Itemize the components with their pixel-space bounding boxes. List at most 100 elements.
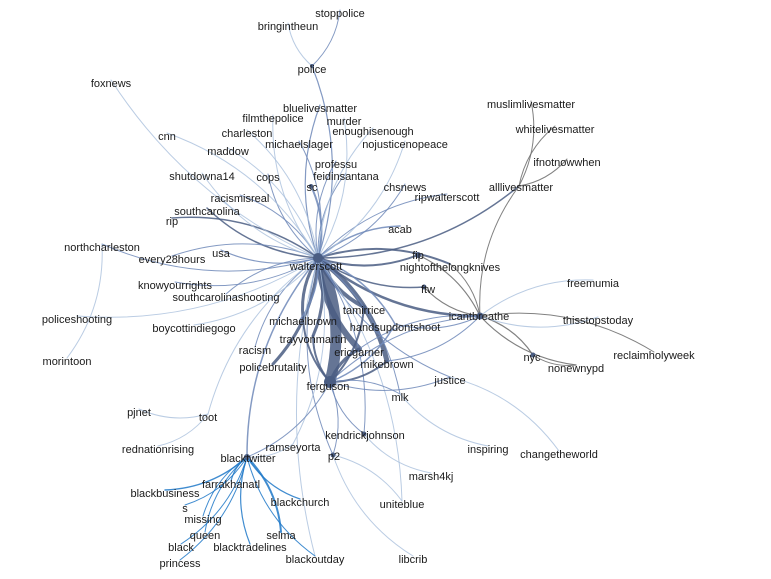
node-label-blacktwitter: blacktwitter	[220, 453, 275, 465]
node-dot-blacktwitter	[244, 454, 250, 460]
node-label-every28hours: every28hours	[139, 254, 206, 266]
edge-icantbreathe-alllivesmatter	[479, 185, 520, 317]
edge-walterscott-police	[311, 65, 334, 259]
node-label-murder: murder	[327, 116, 362, 128]
node-label-southcarolinashooting: southcarolinashooting	[172, 292, 279, 304]
node-label-usa: usa	[212, 248, 231, 260]
edge-ferguson-kendrickjohnson	[329, 381, 365, 435]
edge-justice-changetheworld	[449, 376, 560, 452]
edge-walterscott-alllivesmatter	[317, 185, 520, 259]
edge-mlk-inspiring	[399, 393, 489, 447]
edge-p2-libcrib	[332, 454, 414, 557]
node-label-pjnet: pjnet	[127, 407, 151, 419]
node-label-blacktradelines: blacktradelines	[213, 542, 287, 554]
edge-blacktwitter-black	[180, 456, 248, 545]
edge-blacktwitter-blackchurch	[246, 456, 301, 500]
node-label-bluelivesmatter: bluelivesmatter	[283, 103, 357, 115]
node-label-handsupdontshoot: handsupdontshoot	[350, 322, 441, 334]
edge-ferguson-tamirrice	[329, 306, 365, 383]
edge-alllivesmatter-ifnotnowwhen	[518, 158, 568, 187]
node-dot-police	[310, 64, 314, 68]
node-label-selma: selma	[266, 530, 296, 542]
edge-icantbreathe-nightofthelongknives	[449, 263, 481, 317]
node-label-shutdowna14: shutdowna14	[169, 171, 234, 183]
node-label-black: black	[168, 542, 194, 554]
node-label-muslimlivesmatter: muslimlivesmatter	[487, 99, 575, 111]
node-label-racismisreal: racismisreal	[211, 193, 270, 205]
node-label-blackoutday: blackoutday	[286, 554, 345, 566]
node-label-michaelslager: michaelslager	[265, 139, 333, 151]
node-label-ifnotnowwhen: ifnotnowwhen	[533, 157, 600, 169]
node-label-trayvonmartin: trayvonmartin	[280, 334, 347, 346]
node-dot-kendrickjohnson	[361, 431, 367, 437]
edge-northcharleston-morintoon	[66, 243, 103, 359]
node-label-inspiring: inspiring	[468, 444, 509, 456]
edge-walterscott-toot	[207, 257, 319, 415]
node-label-morintoon: morintoon	[43, 356, 92, 368]
edge-walterscott-shutdowna14	[201, 172, 319, 259]
edge-walterscott-northcharleston	[101, 243, 319, 272]
edge-pjnet-toot	[138, 408, 209, 419]
edge-ferguson-mlk	[329, 379, 401, 395]
edge-walterscott-ripwalterscott	[317, 193, 448, 259]
node-label-kendrickjohnson: kendrickjohnson	[325, 430, 405, 442]
edge-icantbreathe-mikebrown	[386, 315, 481, 362]
node-label-foxnews: foxnews	[91, 78, 132, 90]
edge-walterscott-mlk	[317, 257, 401, 395]
edge-walterscott-chsnews	[317, 183, 406, 259]
node-label-cops: cops	[256, 172, 280, 184]
node-label-boycottindiegogo: boycottindiegogo	[152, 323, 235, 335]
node-label-policeshooting: policeshooting	[42, 314, 112, 326]
node-label-whitelivesmatter: whitelivesmatter	[515, 124, 595, 136]
node-label-rip: rip	[166, 216, 178, 228]
node-label-reclaimholyweek: reclaimholyweek	[613, 350, 695, 362]
node-label-policebrutality: policebrutality	[239, 362, 307, 374]
edge-walterscott-nightofthelongknives	[317, 247, 451, 265]
node-label-toot: toot	[199, 412, 217, 424]
node-label-racism: racism	[239, 345, 271, 357]
edge-walterscott-feidinsantana	[317, 172, 347, 259]
node-label-thisstopstoday: thisstopstoday	[563, 315, 634, 327]
node-label-maddow: maddow	[207, 146, 249, 158]
node-label-nojusticenopeace: nojusticenopeace	[362, 139, 448, 151]
edge-walterscott-fip	[317, 254, 419, 267]
node-label-acab: acab	[388, 224, 412, 236]
node-label-police: police	[298, 64, 327, 76]
edge-walterscott-justice	[317, 257, 451, 378]
edge-walterscott-knowyourrights	[174, 257, 319, 287]
edge-walterscott-enoughisenough	[317, 127, 374, 259]
node-label-queen: queen	[190, 530, 221, 542]
node-label-cnn: cnn	[158, 131, 176, 143]
edge-blacktwitter-selma	[246, 456, 282, 533]
node-label-freemumia: freemumia	[567, 278, 620, 290]
node-dot-nyc	[530, 352, 536, 358]
node-label-ferguson: ferguson	[307, 381, 350, 393]
node-layer	[244, 64, 536, 460]
label-layer: stoppolicebringintheunpolicefoxnewsmusli…	[42, 8, 695, 570]
node-label-knowyourrights: knowyourrights	[138, 280, 212, 292]
edge-walterscott-foxnews	[110, 79, 319, 259]
node-label-alllivesmatter: alllivesmatter	[489, 182, 554, 194]
node-label-mlk: mlk	[391, 392, 409, 404]
edge-icantbreathe-reclaimholyweek	[479, 312, 655, 353]
node-label-ftw: ftw	[421, 284, 435, 296]
edge-walterscott-professu	[315, 160, 337, 259]
node-label-sc: sc	[307, 182, 319, 194]
node-label-icantbreathe: icantbreathe	[449, 311, 510, 323]
edge-walterscott-acab	[317, 225, 401, 259]
edge-ferguson-justice	[329, 376, 451, 391]
node-label-charleston: charleston	[222, 128, 273, 140]
edge-blacktwitter-blackoutday	[246, 456, 316, 557]
node-label-missing: missing	[184, 514, 221, 526]
node-label-stoppolice: stoppolice	[315, 8, 365, 20]
node-label-p2: p2	[328, 451, 340, 463]
node-label-justice: justice	[433, 375, 465, 387]
edge-walterscott-policeshooting	[76, 257, 319, 318]
node-dot-icantbreathe	[476, 312, 484, 320]
edge-walterscott-policebrutality	[271, 256, 320, 366]
edge-walterscott-ftw	[317, 257, 425, 289]
edge-walterscott-charleston	[246, 129, 319, 259]
node-dot-sc	[309, 184, 313, 188]
edge-walterscott-handsupdontshoot	[317, 257, 396, 325]
